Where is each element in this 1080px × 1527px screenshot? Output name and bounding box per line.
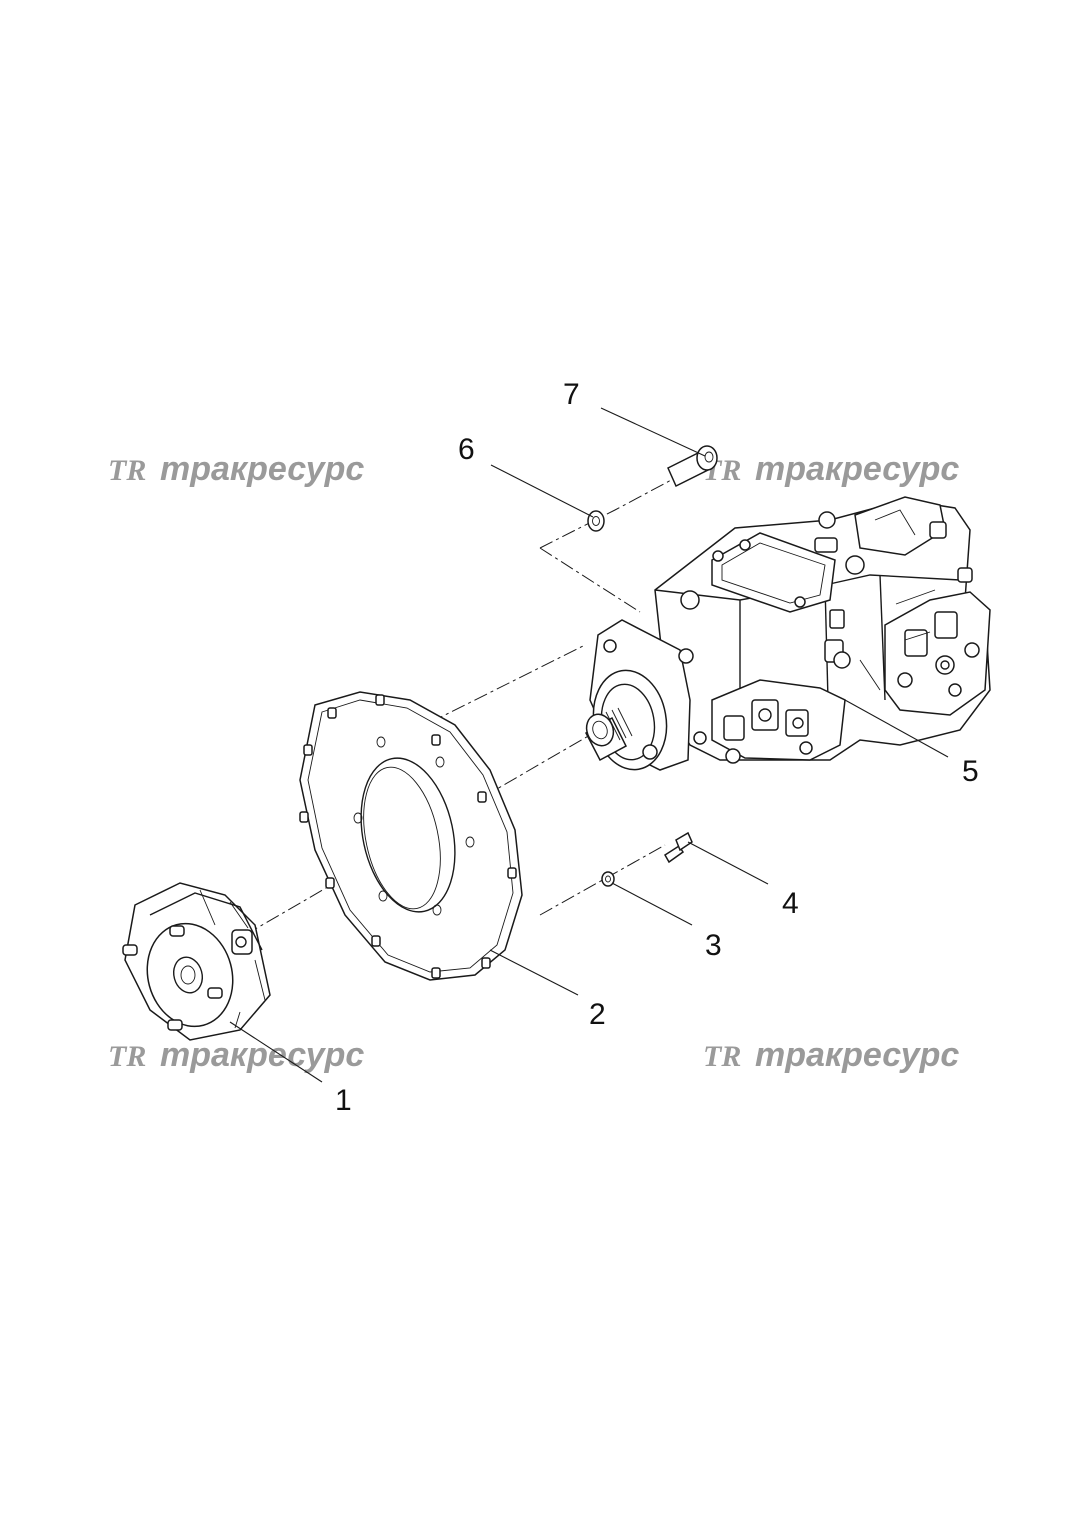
- watermark-logo: TR: [108, 1040, 146, 1073]
- part-4-bolt: [663, 831, 693, 864]
- part-6-washer: [587, 510, 605, 532]
- callout-5: 5: [962, 755, 979, 788]
- watermark-brand: тракресурс: [755, 1036, 959, 1074]
- watermark-bottom-left: TR тракресурс: [108, 1036, 364, 1074]
- callout-1: 1: [335, 1084, 352, 1117]
- callout-7: 7: [563, 378, 580, 411]
- watermark-bottom-right: TR тракресурс: [703, 1036, 959, 1074]
- watermark-brand: тракресурс: [160, 450, 364, 488]
- leader-lines: [229, 407, 949, 1083]
- watermark-logo: TR: [703, 1040, 741, 1073]
- callout-2: 2: [589, 998, 606, 1031]
- part-2-flange-plate: [299, 691, 523, 981]
- callout-6: 6: [458, 433, 475, 466]
- watermark-brand: тракресурс: [755, 450, 959, 488]
- callout-4: 4: [782, 887, 799, 920]
- plate-rim-bolts: [299, 694, 517, 979]
- part-1-coupling: [122, 882, 271, 1041]
- plate-bolt-holes: [353, 736, 475, 916]
- callout-3: 3: [705, 929, 722, 962]
- watermark-top-left: TR тракресурс: [108, 450, 364, 488]
- watermark-top-right: TR тракресурс: [703, 450, 959, 488]
- part-3-washer: [601, 871, 615, 887]
- part-5-hydraulic-pump: [585, 496, 991, 771]
- watermark-brand: тракресурс: [160, 1036, 364, 1074]
- part-7-bolt: [667, 445, 718, 488]
- watermark-logo: TR: [108, 454, 146, 487]
- callout-numbers: 1 2 3 4 5 6 7: [335, 378, 979, 1117]
